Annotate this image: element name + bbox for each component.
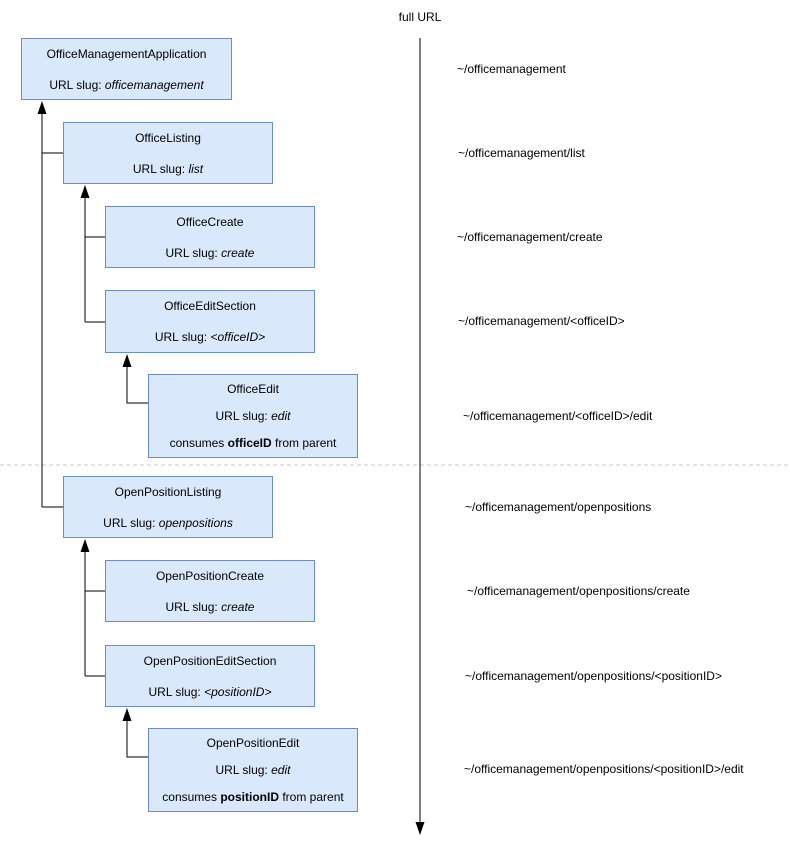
- node-slug-line: URL slug: openpositions: [103, 516, 233, 530]
- node-slug: openpositions: [158, 515, 233, 530]
- node-slug: <officeID>: [210, 330, 266, 344]
- up-arrowhead-icon: [122, 708, 132, 721]
- node-slug: create: [221, 599, 255, 614]
- node-slug-line: URL slug: create: [166, 600, 255, 614]
- up-arrowhead-icon: [80, 539, 90, 552]
- node-slug: <positionID>: [204, 684, 272, 699]
- url-slug-prefix: URL slug:: [215, 763, 268, 777]
- down-arrowhead-icon: [415, 822, 425, 835]
- consumes-param: positionID: [220, 790, 279, 804]
- node-slug-line: URL slug: edit: [216, 763, 291, 777]
- up-arrowhead-icon: [80, 185, 90, 198]
- node-slug: edit: [271, 763, 291, 777]
- url-label-open-position-edit-section: ~/officemanagement/openpositions/<positi…: [465, 669, 722, 683]
- url-slug-prefix: URL slug:: [148, 684, 201, 699]
- node-office-create: OfficeCreate URL slug: create: [105, 206, 315, 268]
- node-title: OfficeManagementApplication: [46, 46, 207, 61]
- node-open-position-edit: OpenPositionEdit URL slug: edit consumes…: [148, 728, 358, 812]
- url-label-office-management-application: ~/officemanagement: [457, 62, 566, 76]
- node-title: OpenPositionListing: [114, 484, 222, 499]
- url-label-office-create: ~/officemanagement/create: [457, 230, 603, 244]
- node-title: OfficeEditSection: [164, 299, 256, 313]
- consumes-suffix: from parent: [275, 436, 337, 450]
- node-title: OpenPositionCreate: [155, 568, 265, 583]
- node-consumes-line: consumes officeID from parent: [170, 436, 337, 450]
- consumes-prefix: consumes: [169, 436, 225, 450]
- node-office-listing: OfficeListing URL slug: list: [63, 122, 273, 184]
- url-slug-prefix: URL slug:: [49, 77, 102, 92]
- url-slug-prefix: URL slug:: [165, 245, 218, 260]
- url-label-office-edit-section: ~/officemanagement/<officeID>: [458, 314, 625, 328]
- url-label-open-position-listing: ~/officemanagement/openpositions: [465, 500, 652, 514]
- url-label-office-edit: ~/officemanagement/<officeID>/edit: [463, 409, 653, 423]
- node-office-edit: OfficeEdit URL slug: edit consumes offic…: [148, 374, 358, 458]
- node-office-edit-section: OfficeEditSection URL slug: <officeID>: [105, 290, 315, 353]
- connector-line-office-edit: [126, 366, 148, 404]
- url-slug-prefix: URL slug:: [215, 409, 268, 423]
- url-slug-prefix: URL slug:: [165, 599, 218, 614]
- node-slug: edit: [271, 409, 291, 423]
- url-label-office-listing: ~/officemanagement/list: [458, 146, 585, 160]
- connector-line-open-position-edit: [126, 720, 148, 758]
- node-open-position-listing: OpenPositionListing URL slug: openpositi…: [63, 476, 273, 538]
- axis-title: full URL: [398, 10, 442, 24]
- url-slug-prefix: URL slug:: [154, 330, 208, 344]
- url-slug-prefix: URL slug:: [103, 515, 156, 530]
- up-arrowhead-icon: [122, 354, 132, 367]
- node-open-position-edit-section: OpenPositionEditSection URL slug: <posit…: [105, 645, 315, 707]
- node-slug-line: URL slug: <positionID>: [149, 685, 272, 699]
- consumes-prefix: consumes: [162, 790, 217, 804]
- node-slug-line: URL slug: create: [166, 246, 255, 260]
- node-title: OfficeEdit: [227, 382, 279, 396]
- node-slug: officemanagement: [104, 77, 204, 92]
- node-title: OfficeListing: [135, 130, 201, 145]
- node-slug: create: [221, 245, 255, 260]
- node-slug-line: URL slug: list: [133, 162, 203, 176]
- url-label-open-position-create: ~/officemanagement/openpositions/create: [467, 584, 690, 598]
- consumes-suffix: from parent: [282, 790, 344, 804]
- consumes-param: officeID: [227, 436, 272, 450]
- node-office-management-application: OfficeManagementApplication URL slug: of…: [21, 38, 232, 100]
- node-title: OpenPositionEdit: [206, 736, 300, 750]
- node-consumes-line: consumes positionID from parent: [162, 790, 343, 804]
- url-label-open-position-edit: ~/officemanagement/openpositions/<positi…: [464, 762, 744, 776]
- node-slug-line: URL slug: officemanagement: [49, 78, 203, 92]
- node-slug: list: [188, 161, 204, 176]
- up-arrowhead-icon: [37, 101, 47, 114]
- node-slug-line: URL slug: edit: [216, 409, 291, 423]
- node-slug-line: URL slug: <officeID>: [155, 330, 265, 344]
- node-title: OfficeCreate: [176, 214, 244, 229]
- node-title: OpenPositionEditSection: [143, 653, 277, 668]
- url-slug-prefix: URL slug:: [132, 161, 186, 176]
- node-open-position-create: OpenPositionCreate URL slug: create: [105, 560, 315, 622]
